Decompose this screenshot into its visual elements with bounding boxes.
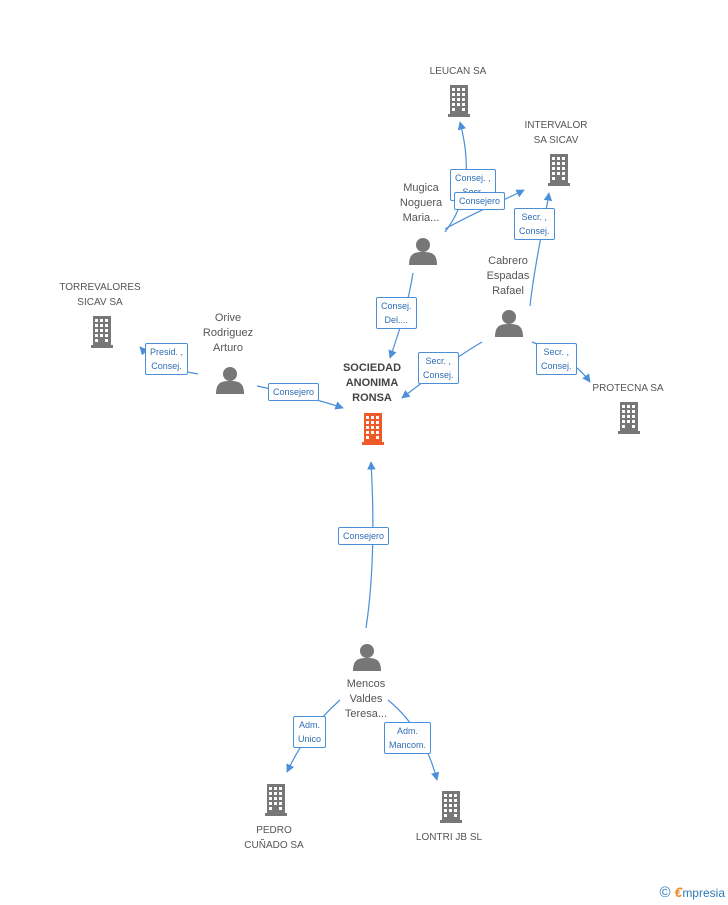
node-label-line: SICAV SA [77, 297, 123, 308]
node-label-line: Cabrero [488, 255, 528, 267]
node-label-lontri_jb_sl[interactable]: LONTRI JB SL [416, 830, 482, 845]
building-icon-intervalor_sa_sicav[interactable] [548, 154, 570, 186]
copyright-icon: © [659, 884, 671, 901]
person-icon-cabrero_espadas_rafael[interactable] [495, 310, 523, 337]
node-label-line: Espadas [486, 270, 530, 282]
empresia-footer[interactable]: ©€mpresia [659, 884, 725, 901]
edge-label-line: Secr. , [521, 212, 548, 222]
node-label-line: RONSA [352, 392, 392, 404]
node-label-line: LONTRI JB SL [415, 832, 483, 843]
edge-label-line: Consej. , [455, 173, 491, 183]
node-label-line: TORREVALORES [59, 282, 141, 293]
edge-label-line: Secr. , [543, 347, 570, 357]
node-label-line: Rodriguez [202, 327, 254, 339]
empresia-logo-initial: € [674, 884, 683, 900]
edge-label-mugica_noguera_maria-to-sociedad_anonima_ronsa[interactable]: Consej. Del.... [376, 297, 417, 329]
node-label-torrevalores_sicav_sa[interactable]: TORREVALORES SICAV SA [59, 280, 140, 310]
edge-label-line: Consej. [423, 370, 454, 380]
person-icon-orive_rodriguez_arturo[interactable] [216, 367, 244, 394]
building-icon-protecna_sa[interactable] [618, 402, 640, 434]
edge-label-line: Consejero [343, 531, 385, 541]
edge-label-line: Secr. , [425, 356, 452, 366]
edge-label-line: Presid. , [150, 347, 184, 357]
node-label-line: INTERVALOR [524, 120, 588, 131]
building-icon-leucan_sa[interactable] [448, 85, 470, 117]
edge-label-mencos_valdes_teresa-to-sociedad_anonima_ronsa[interactable]: Consejero [338, 527, 390, 545]
edge-label-line: Unico [298, 734, 322, 744]
building-icon-pedro_cunado_sa[interactable] [265, 784, 287, 816]
node-label-protecna_sa[interactable]: PROTECNA SA [592, 381, 663, 396]
edge-label-line: Del.... [384, 315, 409, 325]
edge-label-line: Mancom. [389, 740, 427, 750]
edge-label-orive_rodriguez_arturo-to-sociedad_anonima_ronsa[interactable]: Consejero [268, 383, 320, 401]
person-icon-mugica_noguera_maria[interactable] [409, 238, 437, 265]
edge-label-cabrero_espadas_rafael-to-protecna_sa[interactable]: Secr. , Consej. [536, 343, 577, 375]
edge-label-orive_rodriguez_arturo-to-torrevalores_sicav_sa[interactable]: Presid. , Consej. [145, 343, 189, 375]
node-label-sociedad_anonima_ronsa[interactable]: SOCIEDAD ANONIMA RONSA [343, 361, 401, 406]
edge-label-line: Consej. [151, 361, 182, 371]
node-label-line: LEUCAN SA [429, 66, 487, 77]
edge-mencos_valdes_teresa-to-sociedad_anonima_ronsa [365, 461, 376, 629]
building-icon-torrevalores_sicav_sa[interactable] [91, 316, 113, 348]
node-label-line: Mencos [346, 678, 386, 690]
person-icon-mencos_valdes_teresa[interactable] [353, 644, 381, 671]
edge-cabrero_espadas_rafael-to-intervalor_sa_sicav [529, 192, 553, 307]
edge-label-line: Consej. [519, 226, 550, 236]
edge-label-line: Consejero [273, 387, 315, 397]
edge-label-line: Consej. [381, 301, 412, 311]
building-icon-sociedad_anonima_ronsa[interactable] [362, 413, 384, 445]
node-label-line: Noguera [399, 197, 443, 209]
node-label-intervalor_sa_sicav[interactable]: INTERVALOR SA SICAV [525, 118, 588, 148]
node-label-leucan_sa[interactable]: LEUCAN SA [430, 64, 487, 79]
edge-label-line: Consej. [541, 361, 572, 371]
edge-label-mencos_valdes_teresa-to-pedro_cunado_sa[interactable]: Adm. Unico [293, 716, 327, 748]
edge-label-line: Adm. [299, 720, 321, 730]
node-label-line: CUÑADO SA [244, 840, 304, 851]
node-label-line: Orive [214, 312, 242, 324]
node-label-line: PROTECNA SA [592, 383, 664, 394]
node-label-line: Teresa... [344, 708, 388, 720]
node-label-line: Mugica [403, 182, 439, 194]
edge-label-cabrero_espadas_rafael-to-sociedad_anonima_ronsa[interactable]: Secr. , Consej. [418, 352, 459, 384]
node-label-line: SOCIEDAD [342, 362, 402, 374]
node-label-line: SA SICAV [533, 135, 579, 146]
node-label-line: Valdes [349, 693, 383, 705]
node-label-line: ANONIMA [345, 377, 399, 389]
node-label-line: Rafael [492, 285, 524, 297]
node-label-pedro_cunado_sa[interactable]: PEDRO CUÑADO SA [244, 823, 303, 853]
node-label-line: Maria... [402, 212, 440, 224]
edge-label-line: Consejero [459, 196, 501, 206]
empresia-logo-text: mpresia [682, 886, 725, 900]
edge-label-line: Adm. [397, 726, 419, 736]
node-label-line: Arturo [213, 342, 243, 354]
edge-label-cabrero_espadas_rafael-to-intervalor_sa_sicav[interactable]: Secr. , Consej. [514, 208, 555, 240]
edge-label-mencos_valdes_teresa-to-lontri_jb_sl[interactable]: Adm. Mancom. [384, 722, 432, 754]
node-label-line: PEDRO [256, 825, 292, 836]
edge-label-mugica_noguera_maria-to-intervalor_sa_sicav[interactable]: Consejero [454, 192, 506, 210]
building-icon-lontri_jb_sl[interactable] [440, 791, 462, 823]
